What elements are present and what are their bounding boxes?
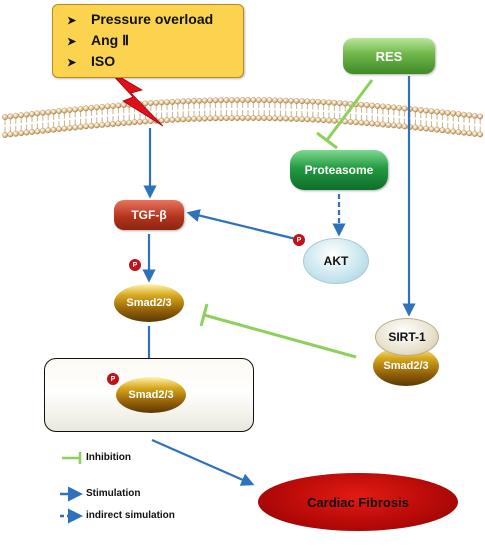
legend-inhibition-symbol	[62, 452, 82, 464]
stimulus-item: ➤ISO	[67, 53, 116, 69]
akt-node: AKT	[303, 238, 369, 284]
phospho-badge-akt: P	[293, 234, 305, 246]
tgf-beta-node: TGF-β	[114, 200, 184, 230]
stimulus-box: ➤Pressure overload ➤Ang Ⅱ ➤ISO	[52, 4, 244, 78]
cardiac-fibrosis-node: Cardiac Fibrosis	[258, 473, 458, 531]
proteasome-node: Proteasome	[290, 150, 388, 190]
inhibition-sirt-to-smad	[199, 303, 357, 359]
stimulus-item: ➤Pressure overload	[67, 11, 214, 27]
phospho-badge-smad: P	[129, 259, 141, 271]
legend-stimulation-label: Stimulation	[86, 488, 141, 499]
arrow-akt-to-tgf	[186, 209, 301, 242]
phospho-badge-nucleus-smad: P	[107, 373, 119, 385]
arrow-nucleus-to-fibrosis	[151, 438, 255, 486]
legend-inhibition-label: Inhibition	[86, 452, 131, 463]
arrowhead-bullet-icon: ➤	[67, 15, 77, 27]
arrowhead-bullet-icon: ➤	[67, 57, 77, 69]
stimulus-item: ➤Ang Ⅱ	[67, 32, 129, 48]
res-node: RES	[343, 38, 435, 74]
smad-nucleus-node: Smad2/3	[116, 377, 186, 413]
sirt1-node: SIRT-1	[375, 318, 439, 356]
legend-indirect-label: indirect simulation	[86, 510, 175, 521]
arrowhead-bullet-icon: ➤	[67, 36, 77, 48]
lightning-icon	[107, 69, 164, 127]
inhibition-res-to-proteasome	[316, 79, 374, 150]
smad-cytoplasm-node: Smad2/3	[114, 284, 184, 322]
